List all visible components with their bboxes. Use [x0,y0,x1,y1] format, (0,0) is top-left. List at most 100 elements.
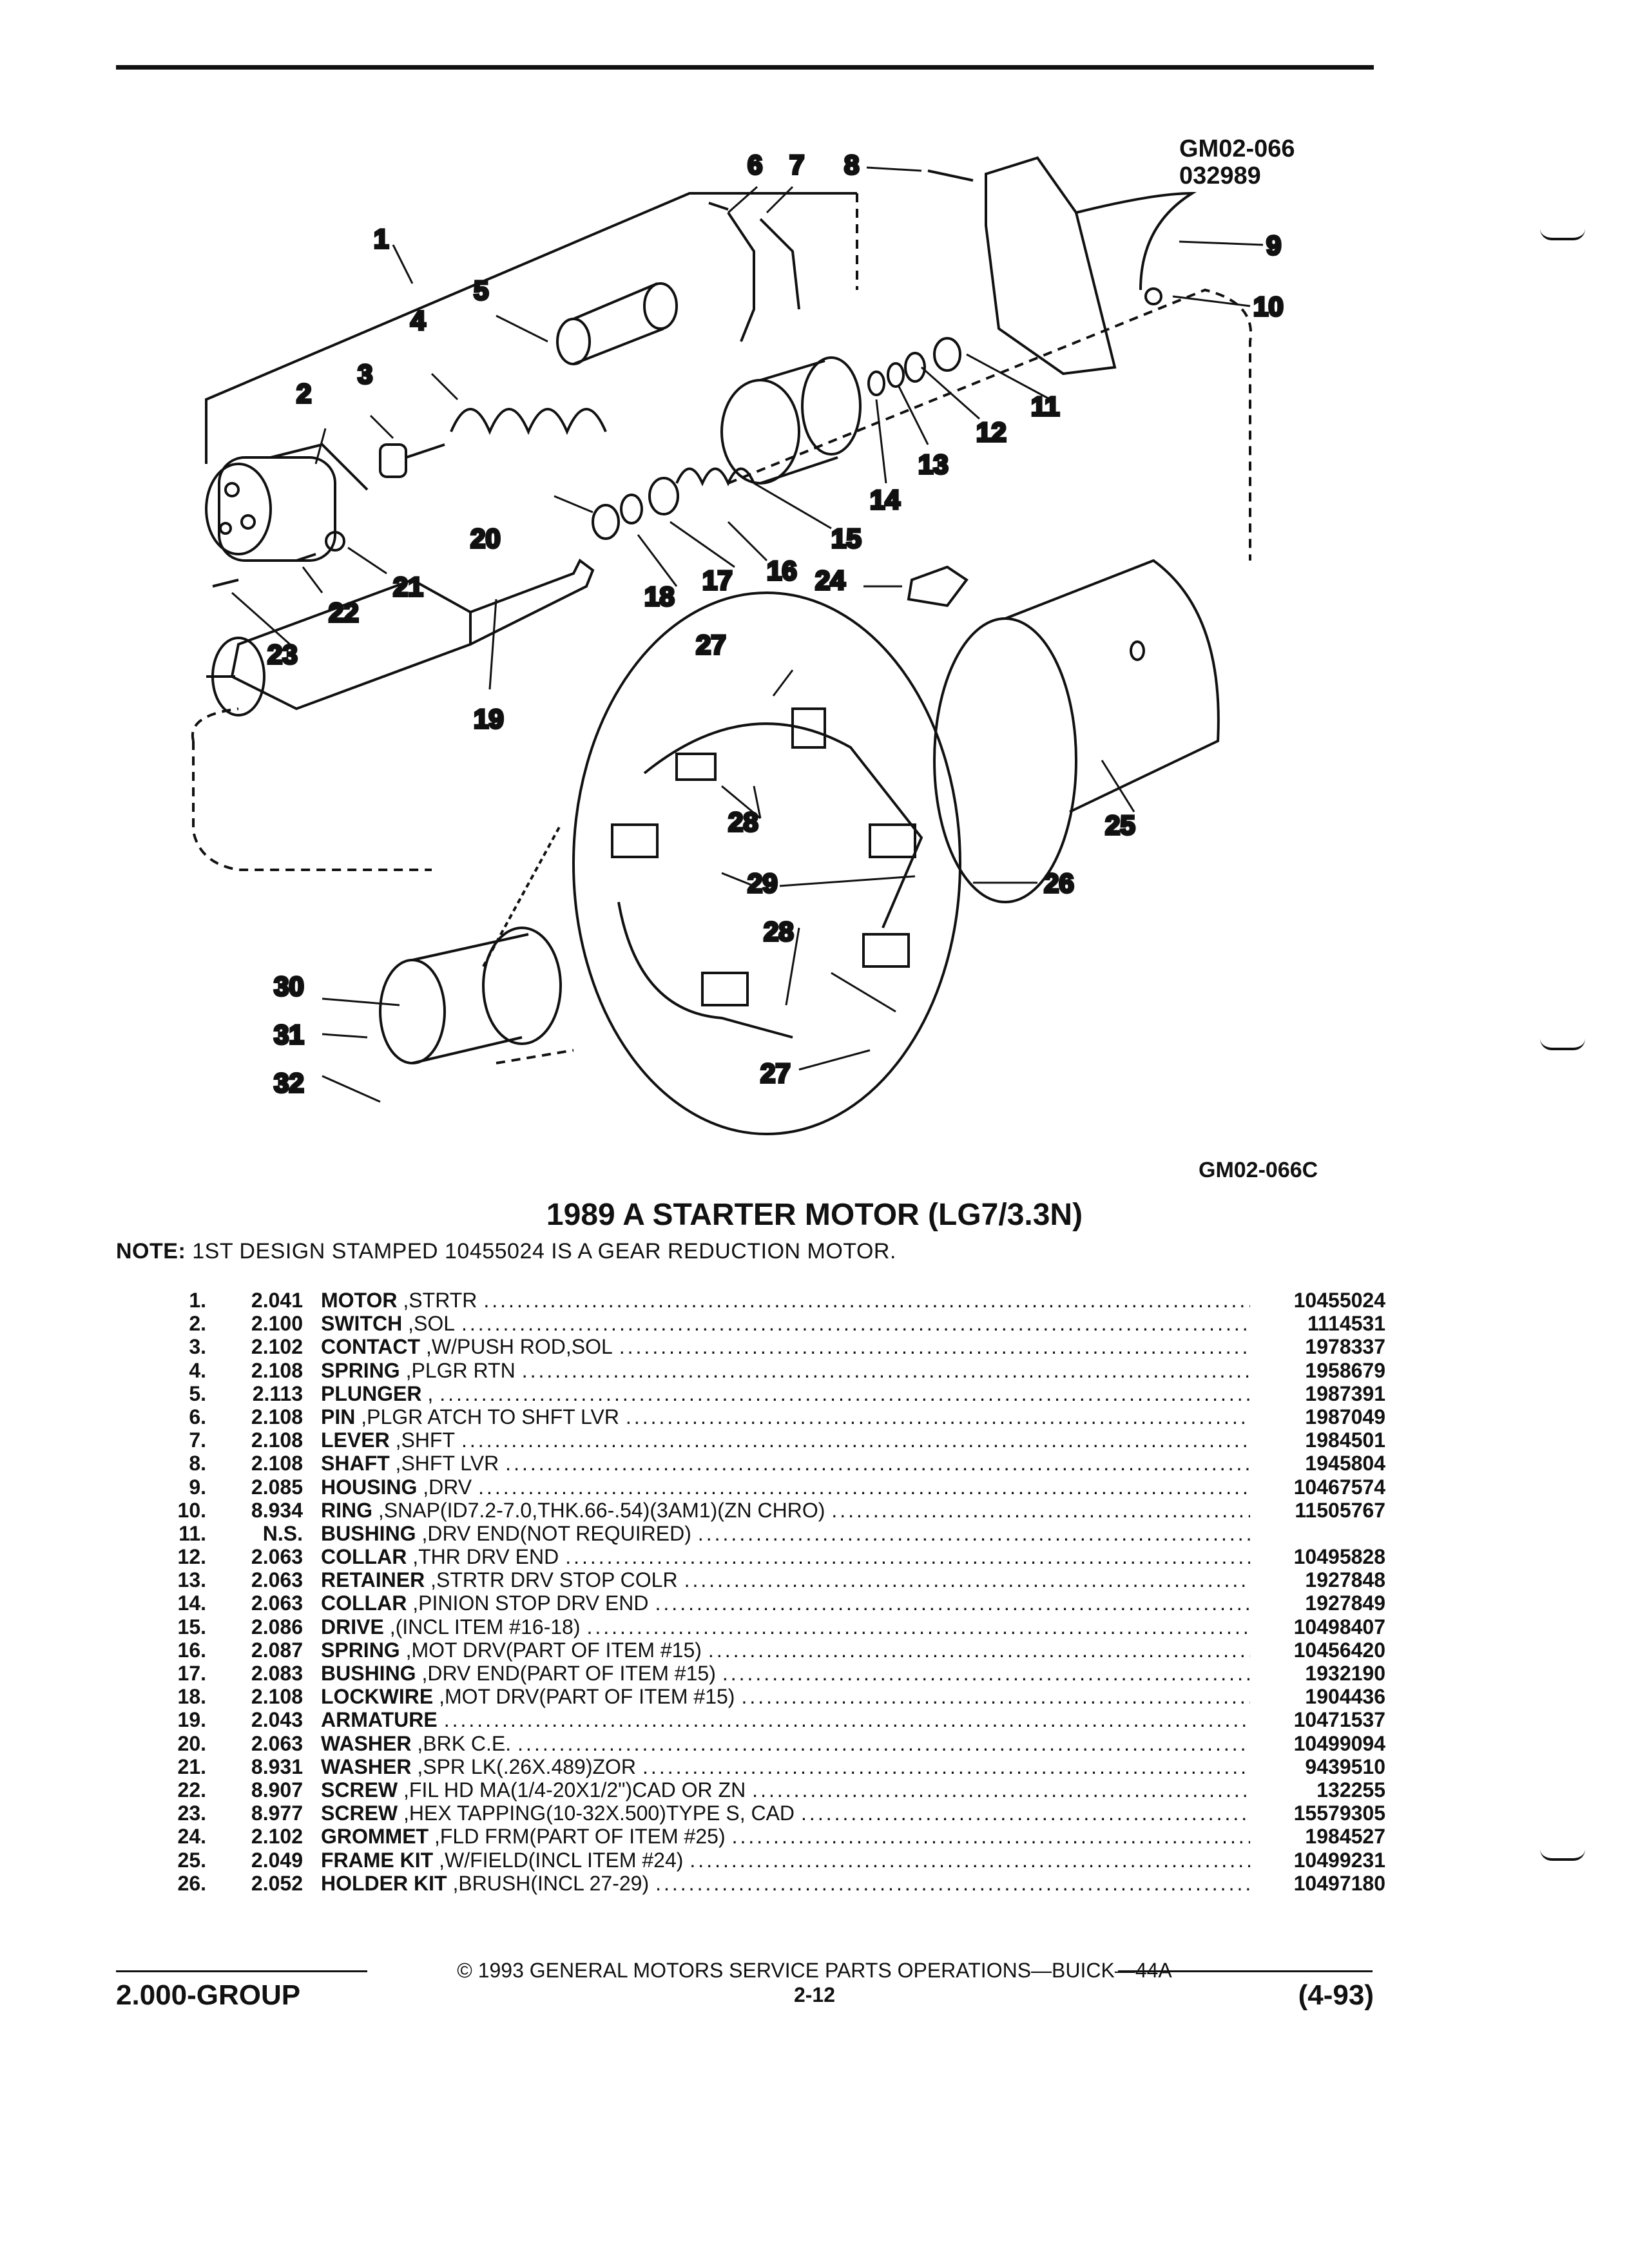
part-detail: ,(INCL ITEM #16-18) [389,1615,581,1639]
part-detail: ,HEX TAPPING(10-32X.500)TYPE S, CAD [403,1802,795,1825]
part-number: 1904436 [1305,1685,1385,1709]
item-number: 21. [177,1754,206,1778]
margin-mark [1540,1039,1585,1050]
dot-leader [483,1289,1250,1312]
item-number: 14. [177,1591,206,1615]
shift-lever [727,211,800,342]
plunger [556,282,678,365]
dot-leader [801,1802,1250,1825]
callout-4: 4 [410,305,426,336]
item-number: 18. [177,1685,206,1709]
description: RETAINER ,STRTR DRV STOP COLR [321,1568,1257,1592]
part-detail: ,DRV [423,1475,472,1499]
page-number: 2-12 [793,1983,836,2006]
exploded-diagram: 1 2 3 4 5 6 7 8 9 10 11 12 13 14 15 16 1… [191,148,1285,1135]
item-number: 24. [177,1825,206,1849]
footer-rule-right [1118,1970,1373,1972]
dot-leader [698,1522,1250,1546]
part-name: GROMMET [321,1825,429,1849]
margin-mark [1540,1849,1585,1861]
part-name: MOTOR [321,1289,398,1312]
figure-code-top: GM02-066 032989 [1179,135,1295,189]
part-name: SWITCH [321,1312,403,1336]
item-number: 22. [177,1778,206,1802]
description: LEVER ,SHFT [321,1428,1257,1452]
part-name: LOCKWIRE [321,1685,434,1709]
part-number: 1987391 [1305,1381,1385,1405]
callout-29: 29 [747,868,778,898]
dot-leader [461,1312,1250,1336]
callout-32: 32 [274,1068,304,1098]
part-detail: ,PLGR ATCH TO SHFT LVR [361,1405,619,1428]
bushing-drive-end [933,337,961,372]
dot-leader [655,1591,1250,1615]
part-number: 9439510 [1305,1754,1385,1778]
item-number: 1. [189,1289,206,1312]
brake-washer [592,504,620,540]
callout-3: 3 [358,359,372,389]
item-number: 17. [177,1662,206,1685]
lead-left-top [191,707,239,742]
item-number: 4. [189,1358,206,1382]
part-number: 1984527 [1305,1825,1385,1849]
callout-labels: 1 2 3 4 5 6 7 8 9 10 11 12 13 14 15 16 1… [266,148,1285,1099]
item-number: 8. [189,1452,206,1475]
group-number: 2.052 [251,1871,303,1895]
part-detail: ,SOL [408,1312,456,1336]
part-number: 1927848 [1305,1568,1385,1592]
lock-washer [325,531,345,552]
part-detail: ,STRTR DRV STOP COLR [430,1568,678,1592]
part-name: PIN [321,1405,356,1428]
item-number: 3. [189,1335,206,1359]
item-number: 15. [177,1615,206,1639]
drive-housing [985,156,1197,376]
callout-31: 31 [274,1019,304,1050]
dot-leader [586,1615,1250,1639]
part-name: SHAFT [321,1452,390,1475]
description: PLUNGER , [321,1382,1257,1406]
part-name: COLLAR [321,1591,407,1615]
group-number: 2.086 [251,1615,303,1639]
part-detail: ,THR DRV END [412,1545,559,1569]
part-number: 10456420 [1293,1638,1385,1662]
part-name: RING [321,1498,372,1522]
part-detail: ,MOT DRV(PART OF ITEM #15) [405,1638,702,1662]
spring-right [862,933,910,968]
description: PIN ,PLGR ATCH TO SHFT LVR [321,1405,1257,1429]
dot-leader [708,1639,1250,1662]
figure-code-line-1: GM02-066 [1179,135,1295,162]
dot-leader [831,1499,1250,1523]
group-number: 2.108 [251,1428,303,1452]
solenoid-switch [205,443,369,562]
description: LOCKWIRE ,MOT DRV(PART OF ITEM #15) [321,1685,1257,1709]
part-number: 132255 [1316,1778,1385,1802]
item-number: 23. [177,1802,206,1825]
lockwire [620,494,643,524]
drive-spring [675,467,755,486]
callout-21: 21 [393,572,423,602]
dot-leader [522,1359,1250,1383]
dot-leader [752,1778,1250,1802]
item-number: 12. [177,1545,206,1569]
starter-drive [720,356,862,485]
description: MOTOR ,STRTR [321,1289,1257,1312]
top-rule [116,65,1374,70]
lead-end-frame [496,1049,574,1064]
callout-25: 25 [1105,810,1135,840]
group-number: 2.100 [251,1312,303,1336]
group-number: 2.102 [251,1335,303,1359]
description: SHAFT ,SHFT LVR [321,1452,1257,1475]
group-number: 2.102 [251,1825,303,1849]
